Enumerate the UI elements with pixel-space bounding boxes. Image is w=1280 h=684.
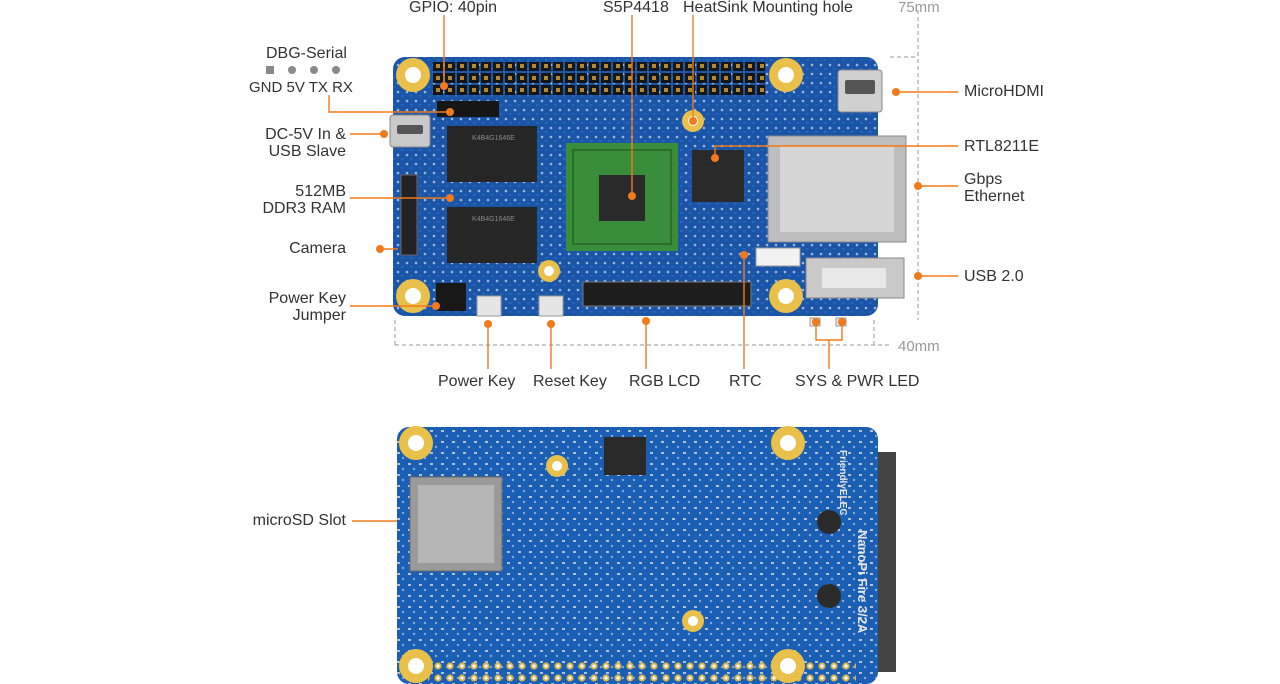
label-dc-in-line2: USB Slave xyxy=(268,143,346,160)
label-microsd: microSD Slot xyxy=(252,512,346,529)
board-bottom-view: FriendlyELEC NanoPi Fire 3/2A xyxy=(397,426,896,684)
label-power-jumper-line2: Jumper xyxy=(292,307,346,324)
label-rtl8211e: RTL8211E xyxy=(964,138,1040,155)
leader-dots xyxy=(376,82,922,525)
rtc-connector xyxy=(755,247,801,267)
gpio-solder-pads xyxy=(428,662,856,684)
ram-chip-marking-1: K4B4G1646E xyxy=(472,135,515,142)
label-dc-in: DC-5V In & USB Slave xyxy=(265,126,346,160)
label-microhdmi: MicroHDMI xyxy=(964,83,1044,100)
label-dbg-pins: GND 5V TX RX xyxy=(249,79,353,96)
dimension-width: 75mm xyxy=(898,0,940,16)
pmic-chip xyxy=(604,437,646,475)
label-usb: USB 2.0 xyxy=(964,268,1024,285)
label-ethernet-line2: Ethernet xyxy=(964,188,1025,205)
dimension-lines xyxy=(394,10,919,346)
gpio-header xyxy=(433,62,765,96)
dbg-pin-markers xyxy=(266,66,340,74)
board-top-view: K4B4G1646E K4B4G1646E xyxy=(389,57,907,327)
camera-connector xyxy=(400,174,418,256)
label-ram: 512MB DDR3 RAM xyxy=(262,183,346,217)
label-power-key: Power Key xyxy=(438,373,516,390)
led-hole xyxy=(817,584,841,608)
reset-key-button xyxy=(538,295,564,317)
label-dbg-serial: DBG-Serial xyxy=(266,45,347,62)
debug-serial-header xyxy=(437,101,499,117)
label-ram-line2: DDR3 RAM xyxy=(262,200,346,217)
label-reset-key: Reset Key xyxy=(533,373,607,390)
label-rgb-lcd: RGB LCD xyxy=(629,373,701,390)
power-key-button xyxy=(476,295,502,317)
led-hole xyxy=(817,510,841,534)
label-soc: S5P4418 xyxy=(603,0,669,16)
label-dc-in-line1: DC-5V In & xyxy=(265,126,346,143)
label-leds: SYS & PWR LED xyxy=(795,373,920,390)
label-power-jumper-line1: Power Key xyxy=(268,290,346,307)
label-ram-line1: 512MB xyxy=(295,183,346,200)
label-camera: Camera xyxy=(289,240,346,257)
ram-chip-marking-2: K4B4G1646E xyxy=(472,216,515,223)
silkscreen-brand: FriendlyELEC xyxy=(837,450,848,516)
dimension-height: 40mm xyxy=(898,338,940,355)
ethernet-jack-edge xyxy=(878,452,896,672)
lcd-connector xyxy=(582,281,752,307)
label-gpio: GPIO: 40pin xyxy=(409,0,498,16)
label-heatsink: HeatSink Mounting hole xyxy=(683,0,853,16)
label-power-key-jumper: Power Key Jumper xyxy=(269,290,346,324)
label-rtc: RTC xyxy=(729,373,762,390)
power-key-jumper xyxy=(436,283,466,311)
label-ethernet: Gbps Ethernet xyxy=(964,171,1024,205)
label-ethernet-line1: Gbps xyxy=(964,171,1003,188)
ram-chip-1 xyxy=(447,126,537,182)
silkscreen-board-name: NanoPi Fire 3/2A xyxy=(855,530,870,634)
ram-chip-2 xyxy=(447,207,537,263)
